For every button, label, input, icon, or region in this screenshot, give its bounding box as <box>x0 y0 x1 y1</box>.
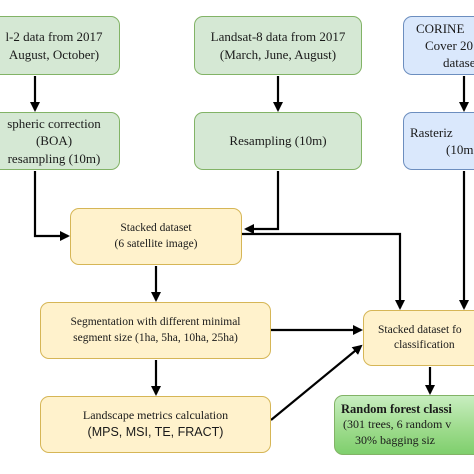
rasterization-node: Rasteriz (10m <box>403 112 474 170</box>
segmentation-line2: segment size (1ha, 5ha, 10ha, 25ha) <box>73 331 238 344</box>
sentinel-data-line1: l-2 data from 2017 <box>5 29 103 45</box>
stacked-class-line1: Stacked dataset fo <box>378 323 462 336</box>
corine-line2: Cover 20 <box>425 37 474 53</box>
rasterization-line2: (10m <box>446 142 474 157</box>
landscape-line2: (MPS, MSI, TE, FRACT) <box>87 425 224 440</box>
arrow-resampling-to-stacked <box>244 171 280 234</box>
segmentation-node: Segmentation with different minimal segm… <box>40 302 271 359</box>
arrow-atmospheric-to-stacked <box>33 171 70 241</box>
landsat-data-line2: (March, June, August) <box>219 46 337 62</box>
random-forest-line3: 30% bagging siz <box>355 433 435 448</box>
atmospheric-line2: (BOA) <box>35 133 73 149</box>
stacked-line2: (6 satellite image) <box>114 237 198 250</box>
arrow-landscape-to-stacked-class <box>270 344 363 421</box>
landscape-metrics-node: Landscape metrics calculation (MPS, MSI,… <box>40 396 271 453</box>
segmentation-line1: Segmentation with different minimal <box>70 316 241 329</box>
landscape-line1: Landscape metrics calculation <box>82 408 229 423</box>
atmospheric-line3: resampling (10m) <box>7 150 101 166</box>
random-forest-line2: (301 trees, 6 random v <box>343 417 452 432</box>
random-forest-line1: Random forest classi <box>341 401 452 416</box>
landsat-data-node: Landsat-8 data from 2017 (March, June, A… <box>194 16 362 75</box>
corine-line1: CORINE <box>416 20 465 36</box>
atmospheric-line1: spheric correction <box>7 116 101 132</box>
arrow-stacked-to-stacked-class <box>242 232 405 310</box>
stacked-dataset-node: Stacked dataset (6 satellite image) <box>70 208 242 265</box>
resampling-line1: Resampling (10m) <box>229 133 327 149</box>
sentinel-data-node: l-2 data from 2017 August, October) <box>0 16 120 75</box>
stacked-line1: Stacked dataset <box>120 222 192 235</box>
corine-node: CORINE Cover 20 datase <box>403 16 474 75</box>
random-forest-node: Random forest classi (301 trees, 6 rando… <box>334 395 474 455</box>
landsat-data-line1: Landsat-8 data from 2017 <box>210 29 346 45</box>
sentinel-data-line2: August, October) <box>8 46 100 62</box>
stacked-class-line2: classification <box>394 339 455 351</box>
resampling-node: Resampling (10m) <box>194 112 362 170</box>
atmospheric-correction-node: spheric correction (BOA) resampling (10m… <box>0 112 120 170</box>
stacked-classification-node: Stacked dataset fo classification <box>363 310 474 366</box>
rasterization-line1: Rasteriz <box>410 124 453 140</box>
corine-line3: datase <box>443 55 474 71</box>
